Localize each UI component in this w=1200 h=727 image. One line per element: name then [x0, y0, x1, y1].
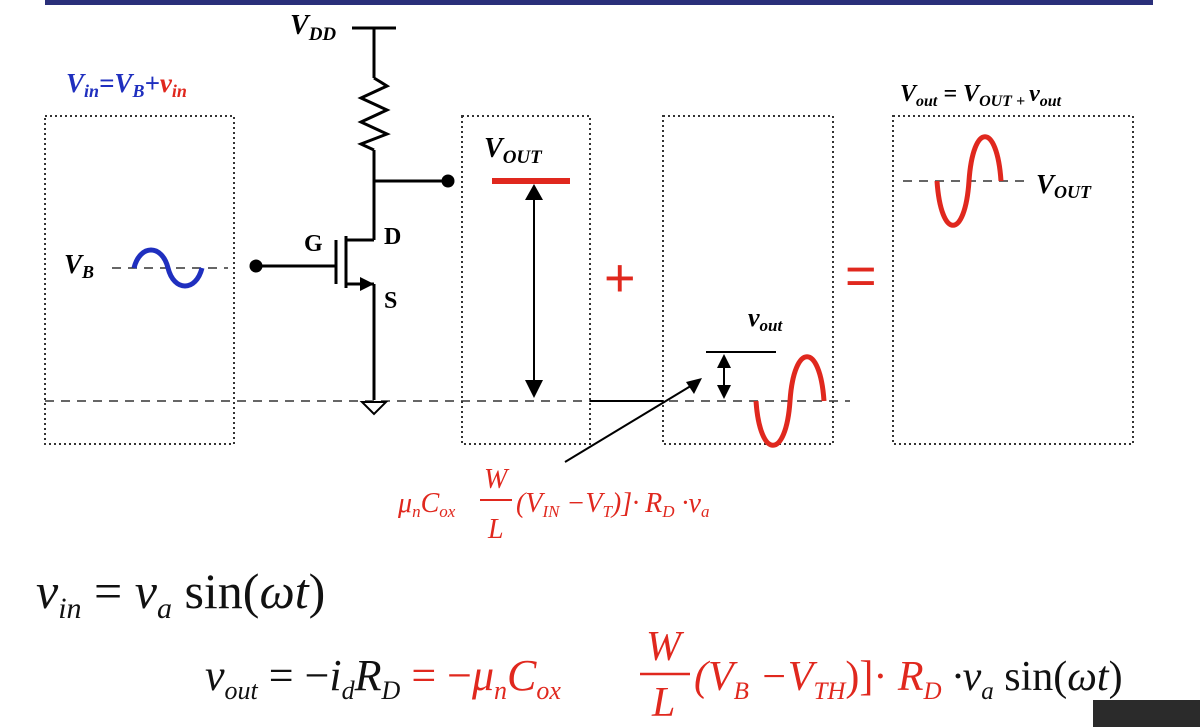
vout-dc-label: VOUT — [484, 133, 543, 168]
eq2-numerator: W — [646, 624, 685, 670]
equals-sign: = — [845, 246, 877, 306]
pointer-arrow-head-icon — [686, 378, 702, 394]
drain-label: D — [384, 224, 401, 250]
svg-text:(VB −VTH)]· RD ·va sin(ωt): (VB −VTH)]· RD ·va sin(ωt) — [694, 654, 1123, 705]
amplitude-arrow-up-icon — [717, 354, 731, 368]
input-signal-box — [44, 115, 235, 445]
source-arrow-icon — [360, 277, 374, 291]
source-label: S — [384, 288, 397, 314]
arrow-down-icon — [525, 380, 543, 398]
resistor-rd — [357, 76, 391, 152]
vout-dc-right-label: VOUT — [1036, 169, 1092, 202]
svg-text:(VIN −VT)]·RD ·va: (VIN −VT)]·RD ·va — [516, 488, 709, 521]
pointer-arrow — [564, 383, 695, 463]
gain-numerator: W — [484, 464, 510, 495]
ac-output-box — [662, 115, 834, 445]
vin-definition: Vin=VB+vin — [66, 68, 187, 101]
gate-terminal — [249, 259, 263, 273]
svg-text:μnCox: μnCox — [397, 488, 456, 521]
input-sine-wave — [131, 247, 205, 289]
output-ac-sine — [753, 354, 827, 448]
svg-text:vout = −idRD = −μnCox: vout = −idRD = −μnCox — [205, 651, 561, 705]
dc-output-box — [461, 115, 591, 445]
total-output-box — [892, 115, 1134, 445]
total-output-sine — [934, 134, 1004, 228]
ground-symbol-icon — [359, 401, 389, 416]
plus-sign: + — [604, 248, 636, 308]
equation-vout: vout = −idRD = −μnCox W L (VB −VTH)]· RD… — [205, 624, 1123, 726]
amplitude-arrow-down-icon — [717, 385, 731, 399]
equation-vin: vin = va sin(ωt) — [36, 563, 325, 625]
gate-label: G — [304, 231, 323, 257]
output-terminal — [441, 174, 455, 188]
vdd-label: VDD — [290, 10, 336, 45]
vb-label: VB — [64, 249, 94, 282]
gain-expression: μnCox W L (VIN −VT)]·RD ·va — [397, 464, 709, 545]
webcam-overlay — [1093, 700, 1200, 727]
vout-small-label: vout — [748, 303, 784, 335]
arrow-up-icon — [525, 184, 543, 200]
eq2-denominator: L — [651, 680, 675, 726]
gain-denominator: L — [487, 514, 504, 545]
header-bar — [45, 0, 1153, 5]
vout-total-label: Vout = VOUT + vout — [900, 81, 1062, 110]
